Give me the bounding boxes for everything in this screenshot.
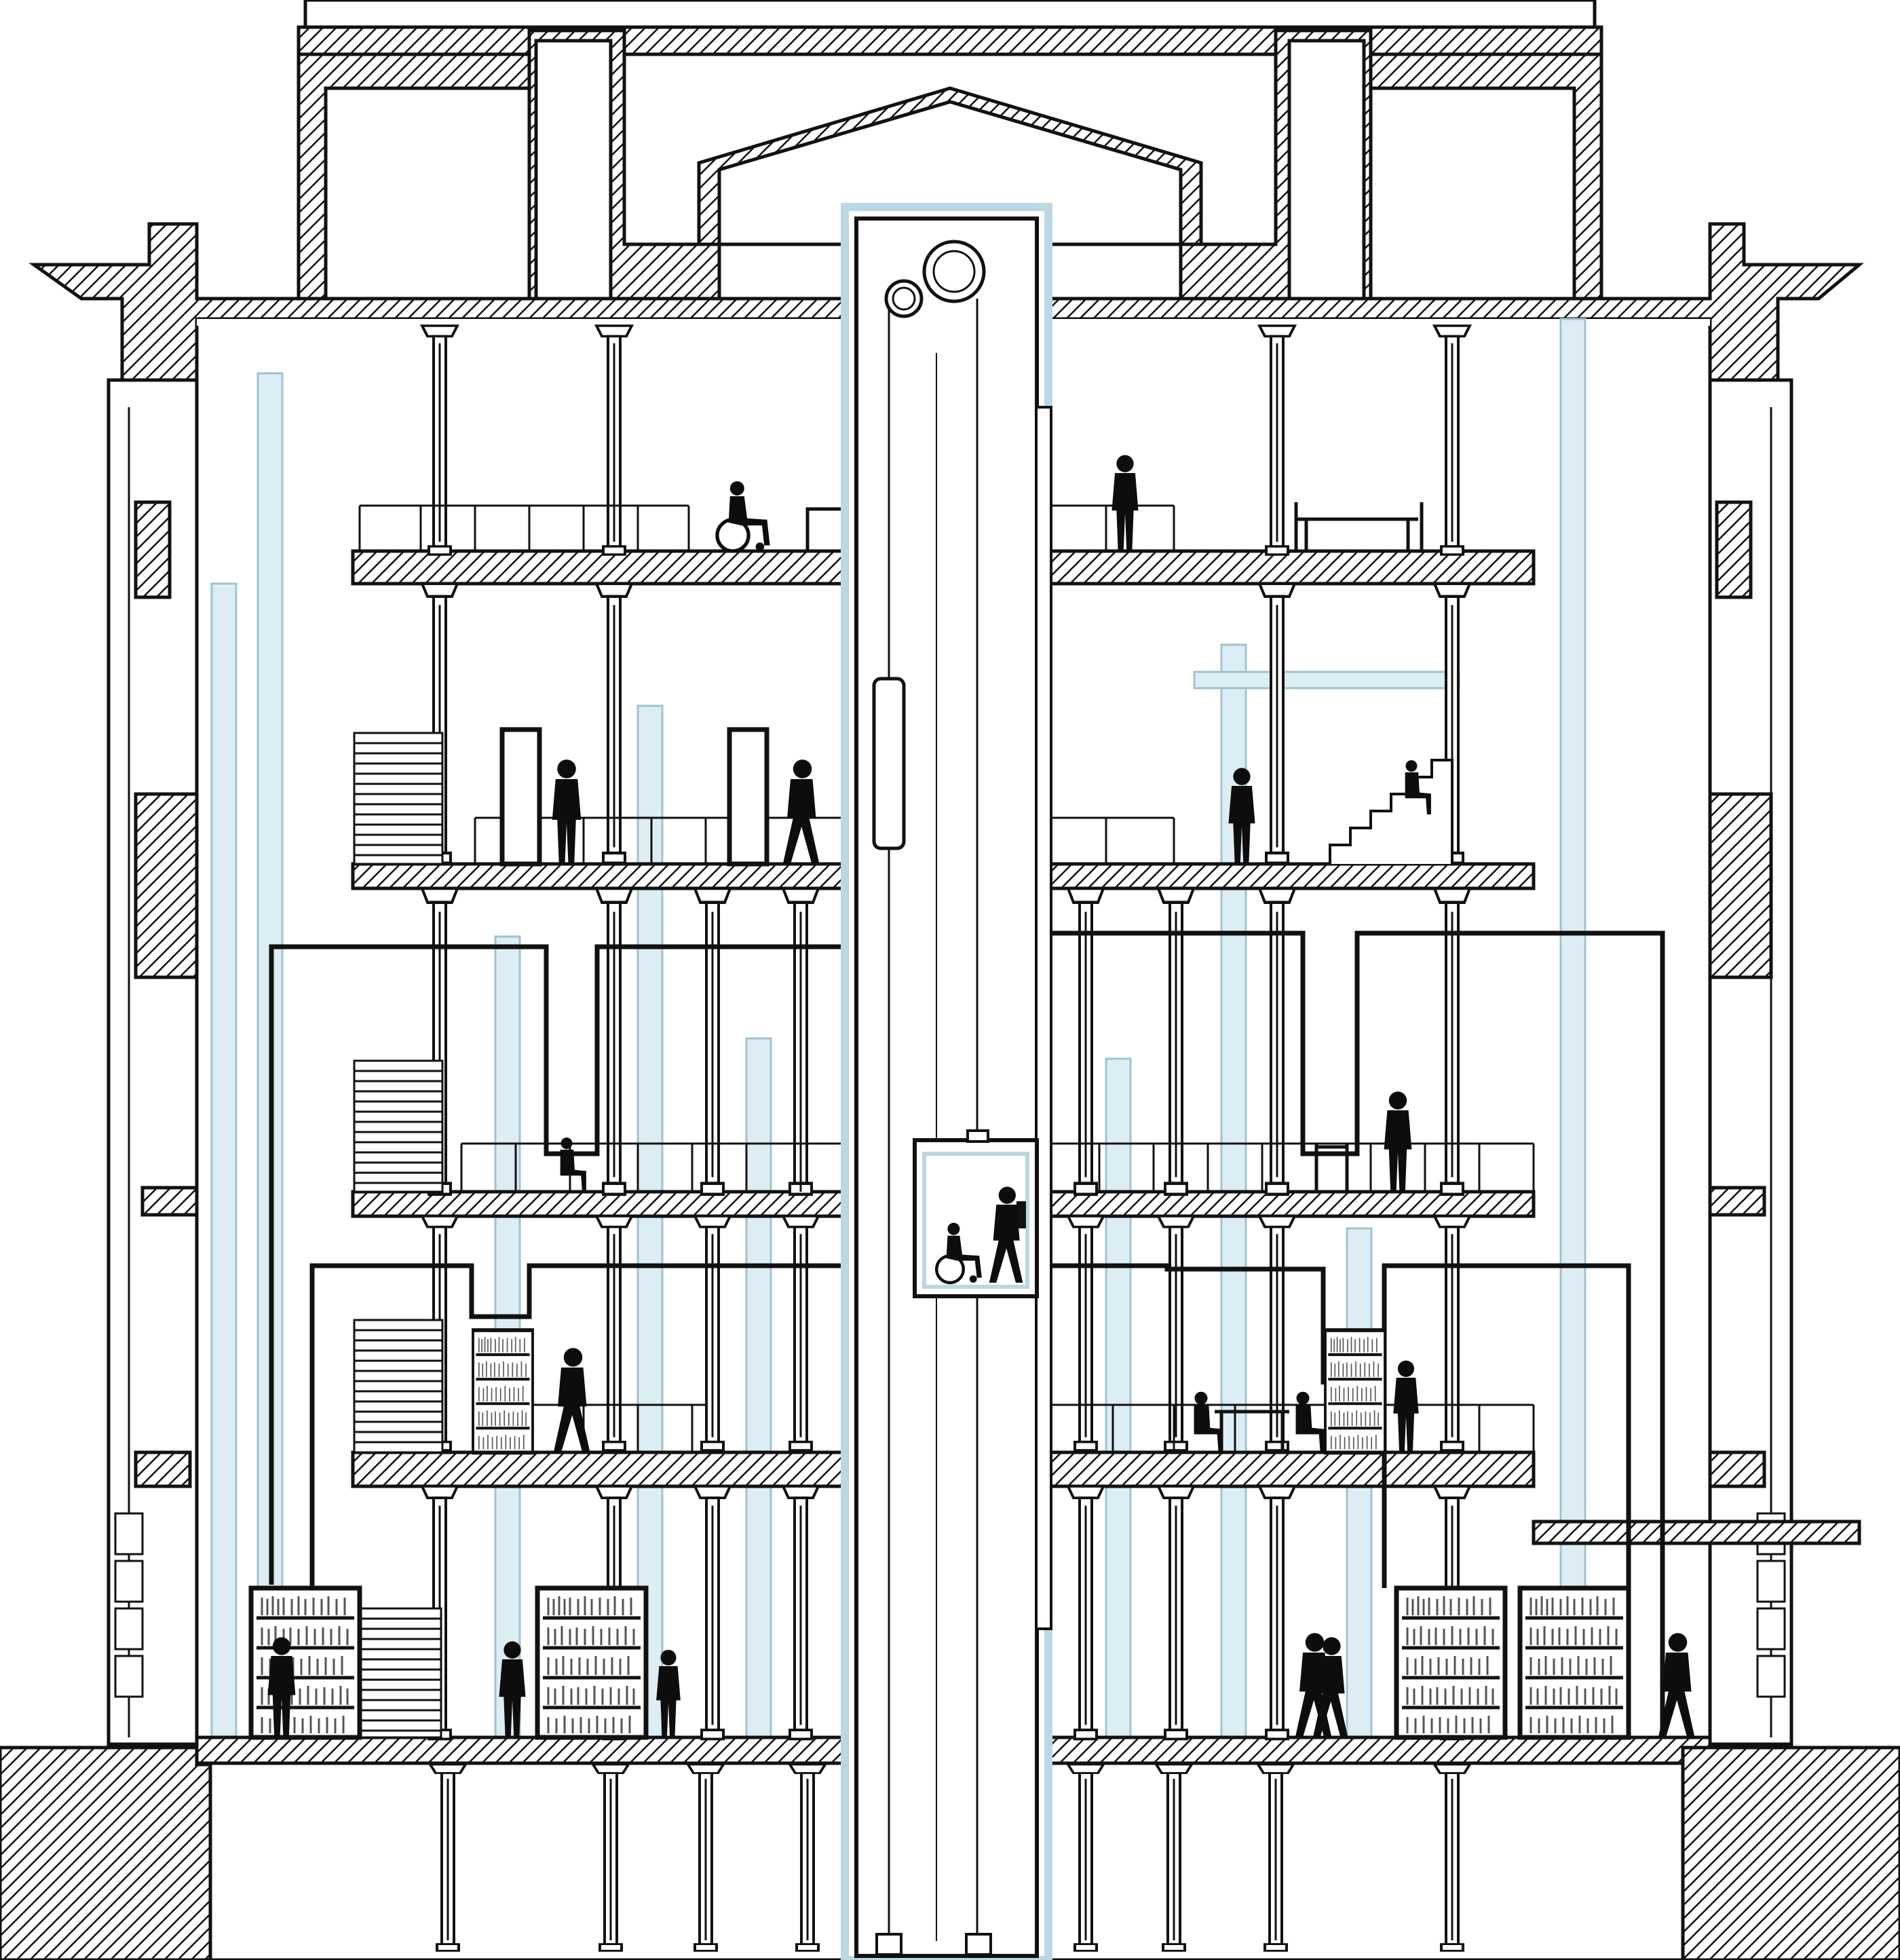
elevator-shaft [841,203,1052,1960]
ground-left [0,1746,212,1960]
floor-slab-level-3-left [351,862,847,890]
elevator-counterweight [872,677,906,850]
elevator-sheave-small [884,279,924,318]
elevator-buffer-left [875,1933,902,1956]
floor-slab-level-4-right [1046,549,1536,586]
floor-slab-level-1-right [1046,1450,1536,1488]
facade-walls [107,378,1793,1746]
doors [499,727,770,867]
floor-slab-level-1-left [351,1450,847,1488]
elevator-cab [913,1129,1039,1298]
floor-slab-level-4-left [351,549,847,586]
cantilever-slab-right [1532,1520,1861,1545]
floor-slab-level-2-left [351,1190,847,1218]
elevator-buffer-right [965,1933,992,1956]
mezzanine-frames [269,930,1665,1737]
wheelchair-user-top-floor [717,481,770,551]
ground-right [1681,1746,1900,1960]
floor-slab-level-3-right [1046,862,1536,890]
